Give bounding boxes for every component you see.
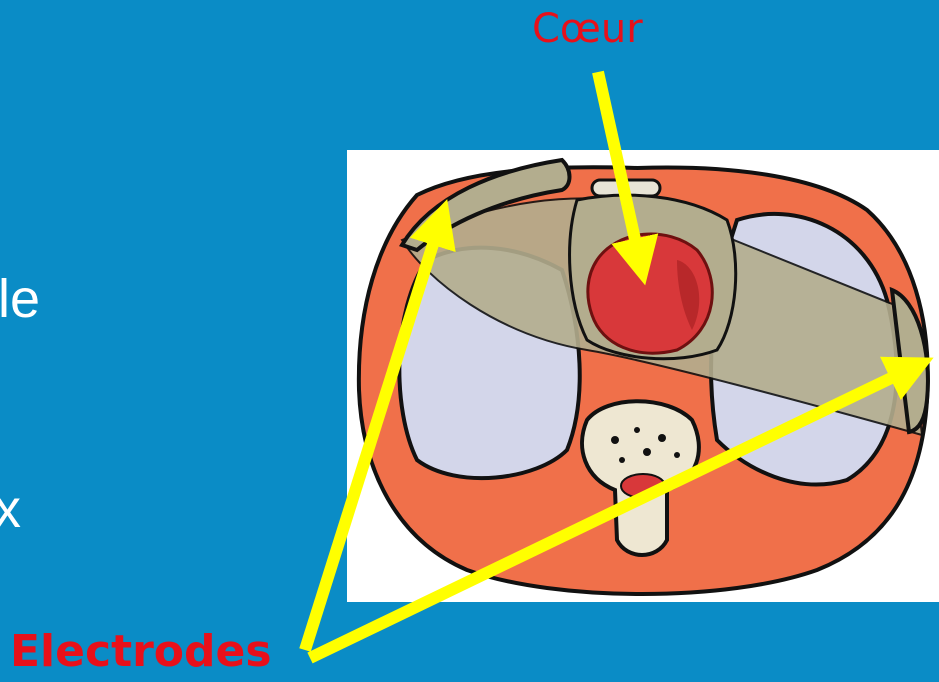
electrodes-label: Electrodes: [10, 626, 272, 677]
sternum: [592, 180, 660, 196]
slide-text-fragment: x: [0, 482, 21, 536]
heart-label: Cœur: [532, 6, 643, 52]
spinal-canal: [621, 474, 665, 498]
thorax-cross-section-image: [347, 150, 939, 602]
slide-text-fragment: le: [0, 272, 40, 326]
